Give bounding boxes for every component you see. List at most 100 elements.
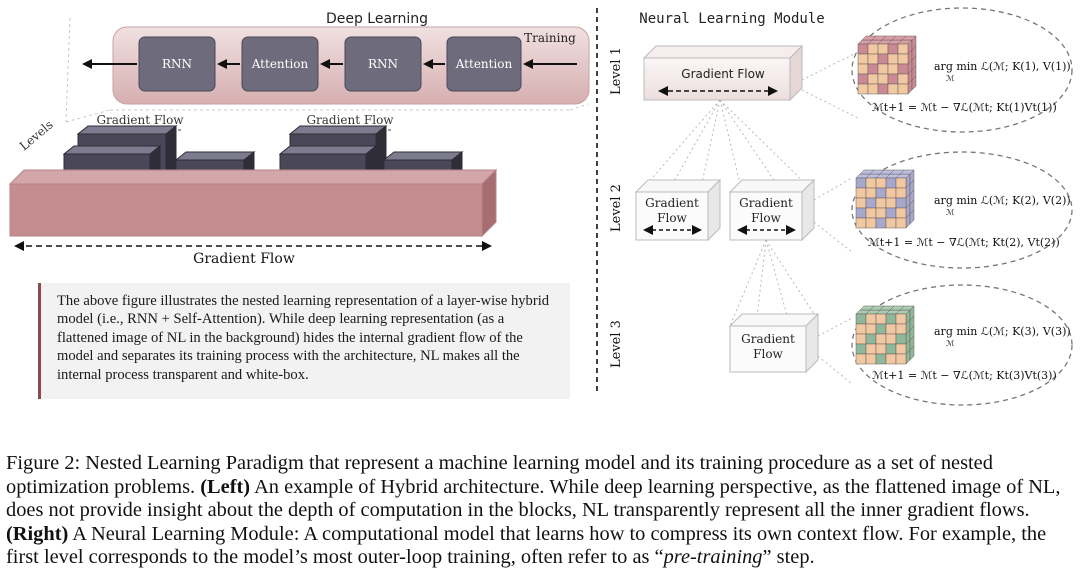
cube-cell	[867, 53, 879, 65]
block-label-2: Attention	[251, 57, 309, 71]
cube-cell	[875, 177, 887, 189]
cube-cell	[897, 63, 909, 75]
cube-cell	[885, 177, 897, 189]
description-text: The above figure illustrates the nested …	[57, 293, 550, 383]
cube-cell	[887, 43, 899, 55]
cube-cell	[855, 353, 867, 365]
equation-2-argmin: arg min ℒ(ℳ; K(2), V(2))	[934, 194, 1071, 207]
cube-cell	[911, 75, 917, 91]
deep-learning-slab	[8, 168, 498, 238]
cube-cell	[887, 73, 899, 85]
deep-learning-title: Deep Learning	[326, 11, 428, 27]
figure-caption: Figure 2: Nested Learning Paradigm that …	[6, 452, 1074, 570]
gradient-flow-label-top-1: Gradient Flow	[96, 113, 184, 127]
cube-cell	[865, 333, 877, 345]
equation-3-update: ℳt+1 = ℳt − ∇ℒ(ℳt; Kt(3)Vt(3))	[872, 369, 1057, 382]
cube-cell	[895, 187, 907, 199]
caption-tail: ” step.	[762, 546, 815, 568]
memory-cube-level-2	[855, 169, 915, 229]
caption-right-text: A Neural Learning Module: A computationa…	[6, 522, 1047, 569]
equation-2-argmin-sub: ℳ	[946, 208, 955, 217]
block-attention-1	[241, 36, 319, 92]
equation-3-argmin: arg min ℒ(ℳ; K(3), V(3))	[934, 325, 1071, 338]
description-box: The above figure illustrates the nested …	[38, 283, 570, 399]
level-2-label: Level 2	[609, 184, 624, 232]
cube-cell	[875, 323, 887, 335]
level-2-right-label-2: Flow	[751, 211, 781, 225]
cube-cell	[865, 323, 877, 335]
level-2-right-box	[728, 178, 816, 242]
cube-cell	[875, 187, 887, 199]
cube-cell	[895, 217, 907, 229]
level-1-ellipse	[851, 7, 1073, 133]
cube-cell	[895, 323, 907, 335]
cube-cell	[867, 43, 879, 55]
cube-cell	[855, 187, 867, 199]
equation-3-argmin-sub: ℳ	[946, 339, 955, 348]
cube-cell	[875, 333, 887, 345]
cube-cell	[865, 217, 877, 229]
memory-cube-level-3	[855, 305, 915, 365]
level-3-label: Level 3	[609, 320, 624, 368]
caption-italic-term: pre-training	[663, 546, 763, 568]
cube-cell	[885, 313, 897, 325]
cube-cell	[855, 333, 867, 345]
equation-2-update: ℳt+1 = ℳt − ∇ℒ(ℳt; Kt(2), Vt(2))	[868, 236, 1060, 249]
cube-cell	[909, 345, 915, 361]
cube-cell	[897, 83, 909, 95]
cube-cell	[877, 53, 889, 65]
cube-cell	[857, 43, 869, 55]
gradient-flow-label-bottom: Gradient Flow	[193, 251, 295, 267]
caption-lead: Figure 2: Nested Learning Paradigm that …	[6, 452, 993, 498]
cube-cell	[895, 333, 907, 345]
caption-left-text: An example of Hybrid architecture. While…	[6, 475, 1061, 522]
cube-cell	[885, 333, 897, 345]
cube-cell	[887, 63, 899, 75]
level-3-ellipse	[851, 284, 1073, 406]
cube-cell	[877, 73, 889, 85]
cube-cell	[895, 343, 907, 355]
block-attention-2	[446, 36, 522, 92]
block-label-1: RNN	[162, 57, 192, 71]
cube-cell	[875, 207, 887, 219]
figure-canvas: Deep Learning RNN Attention RNN Attentio…	[8, 7, 1073, 406]
cube-cell	[895, 313, 907, 325]
cube-cell	[877, 43, 889, 55]
memory-cube-level-1	[857, 35, 917, 95]
cube-cell	[855, 177, 867, 189]
cube-cell	[855, 313, 867, 325]
level-1-label: Level 1	[609, 47, 624, 95]
cube-cell	[857, 73, 869, 85]
cube-cell	[875, 353, 887, 365]
cube-cell	[855, 207, 867, 219]
level-3-label-1: Gradient	[741, 332, 795, 346]
caption-left-tag: (Left)	[200, 475, 251, 498]
block-label-4: Attention	[455, 57, 513, 71]
cube-cell	[885, 217, 897, 229]
cube-cell	[867, 63, 879, 75]
cube-cell	[865, 197, 877, 209]
cube-cell	[875, 217, 887, 229]
block-rnn-2	[344, 36, 422, 92]
cube-cell	[887, 83, 899, 95]
right-panel: Neural Learning Module Level 1 Level 2 L…	[609, 7, 1073, 406]
gradient-flow-label-top-2: Gradient Flow	[306, 113, 394, 127]
cube-cell	[895, 197, 907, 209]
cube-cell	[857, 63, 869, 75]
equation-1-argmin-sub: ℳ	[946, 74, 955, 83]
level-3-box	[728, 312, 820, 374]
cube-cell	[895, 353, 907, 365]
cube-cell	[865, 353, 877, 365]
level-connectors	[639, 51, 859, 385]
cube-cell	[885, 353, 897, 365]
cube-cell	[885, 197, 897, 209]
cube-cell	[855, 197, 867, 209]
neural-learning-module-title: Neural Learning Module	[639, 11, 824, 27]
perspective-lines	[65, 17, 589, 123]
cube-cell	[867, 83, 879, 95]
level-2-ellipse	[851, 151, 1073, 269]
cube-cell	[885, 323, 897, 335]
level-3-label-2: Flow	[753, 347, 783, 361]
equation-1-argmin: arg min ℒ(ℳ; K(1), V(1))	[934, 60, 1071, 73]
level-2-left-box	[634, 178, 722, 242]
